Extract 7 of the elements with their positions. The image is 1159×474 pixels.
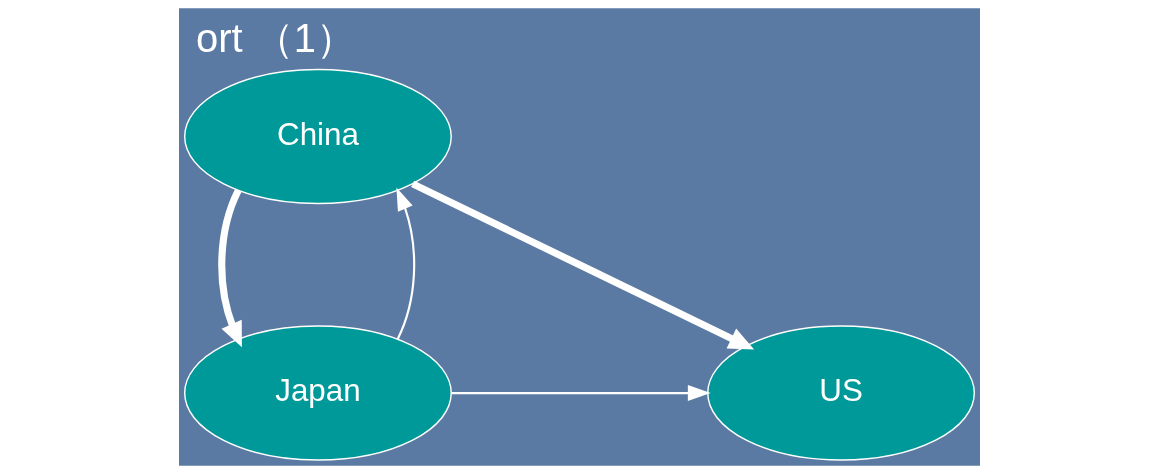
node-ellipse: China: [184, 68, 452, 205]
node-ellipse: Japan: [184, 325, 452, 461]
arrow: [396, 187, 416, 340]
arrow: [451, 385, 711, 402]
arrow: [411, 180, 755, 350]
diagram-title: ort （1）: [196, 15, 356, 60]
arrow: [218, 189, 242, 348]
